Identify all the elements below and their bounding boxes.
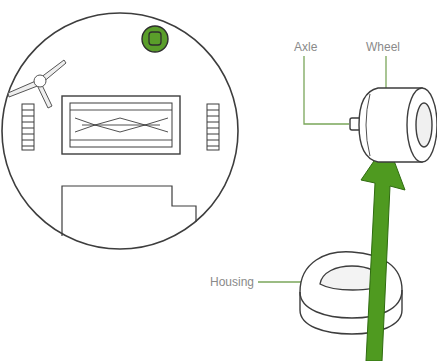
robot-underside <box>2 13 238 249</box>
leader-lines <box>258 56 386 282</box>
part-label: Axle <box>294 40 317 54</box>
part-label: Wheel <box>366 40 400 54</box>
insert-arrow <box>361 142 405 361</box>
part-label: Housing <box>210 275 254 289</box>
wheel <box>350 88 437 162</box>
